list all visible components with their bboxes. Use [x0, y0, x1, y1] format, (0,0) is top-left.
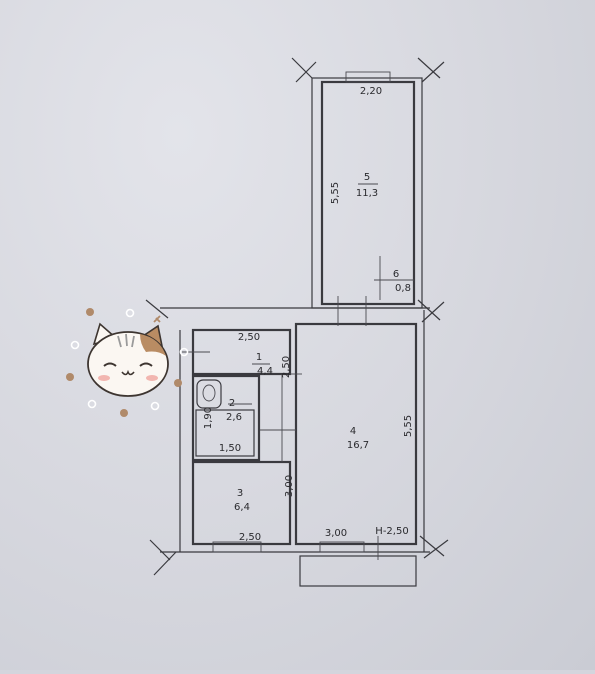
cat-mouth	[121, 369, 135, 376]
dim-room-4-width: 3,00	[325, 528, 347, 539]
sparkle-icon	[179, 347, 189, 357]
toilet-icon	[196, 379, 222, 409]
dim-ceiling-height: H-2,50	[375, 526, 408, 537]
sparkle-icon	[120, 409, 128, 417]
sparkle-icon	[87, 399, 97, 409]
walls	[145, 57, 449, 587]
dim-room-3-depth: 3,00	[284, 475, 295, 497]
room-4-area: 16,7	[347, 440, 369, 451]
dim-room-5-length: 5,55	[330, 182, 341, 204]
room-3-walls	[191, 460, 292, 546]
cat-face-icon	[66, 308, 189, 417]
room-5-number: 5	[364, 172, 370, 183]
break-marks-bottom	[149, 535, 449, 576]
sparkle-icon	[70, 340, 80, 350]
cat-patch	[140, 334, 166, 356]
room-3-number: 3	[237, 488, 243, 499]
room-2-number: 2	[229, 398, 235, 409]
window-bottom	[319, 541, 365, 553]
toilet-bowl-icon	[202, 384, 216, 402]
room-6-number: 6	[393, 269, 399, 280]
cat-left-eye	[103, 362, 117, 367]
break-mark-left	[145, 299, 169, 319]
break-marks-right	[417, 299, 445, 323]
sparkle-icon	[66, 373, 74, 381]
room-2-walls	[191, 374, 261, 462]
break-marks-top	[291, 57, 445, 83]
room-2-area: 2,6	[226, 412, 242, 423]
cat-right-blush	[146, 375, 158, 381]
bathroom-fixtures	[195, 379, 255, 457]
dim-room-2-depth: 1,90	[203, 407, 214, 429]
sparkle-icon	[153, 315, 161, 323]
cat-right-eye	[139, 362, 153, 367]
room-labels: 5 11,3 6 0,8 1 4,4 2 2,6 3 6,4 4 16,7	[226, 172, 411, 513]
room-4-number: 4	[350, 426, 356, 437]
dim-room-1-width: 2,50	[238, 332, 260, 343]
cat-stripes	[117, 333, 135, 348]
dimension-labels: 2,20 5,55 2,50 2,50 1,90 1,50 3,00 2,50 …	[203, 86, 414, 543]
bathtub-icon	[195, 409, 255, 457]
room-4-walls	[294, 322, 418, 546]
window-top	[345, 71, 391, 83]
sparkle-icon	[86, 308, 94, 316]
dim-room-3-width: 2,50	[239, 532, 261, 543]
window-room-3	[212, 541, 262, 553]
sparkle-icon	[174, 379, 182, 387]
room-1-number: 1	[256, 352, 262, 363]
balcony	[299, 555, 417, 587]
room-1-area: 4,4	[257, 366, 273, 377]
room-5-area: 11,3	[356, 188, 378, 199]
room-3-area: 6,4	[234, 502, 250, 513]
room-6-area: 0,8	[395, 283, 411, 294]
dim-room-4-length: 5,55	[403, 415, 414, 437]
dim-room-2-width: 1,50	[219, 443, 241, 454]
sparkle-icon	[150, 401, 160, 411]
dim-room-1-depth: 2,50	[281, 356, 292, 378]
cat-left-blush	[98, 375, 110, 381]
dim-room-5-width: 2,20	[360, 86, 382, 97]
sparkle-icon	[125, 308, 135, 318]
